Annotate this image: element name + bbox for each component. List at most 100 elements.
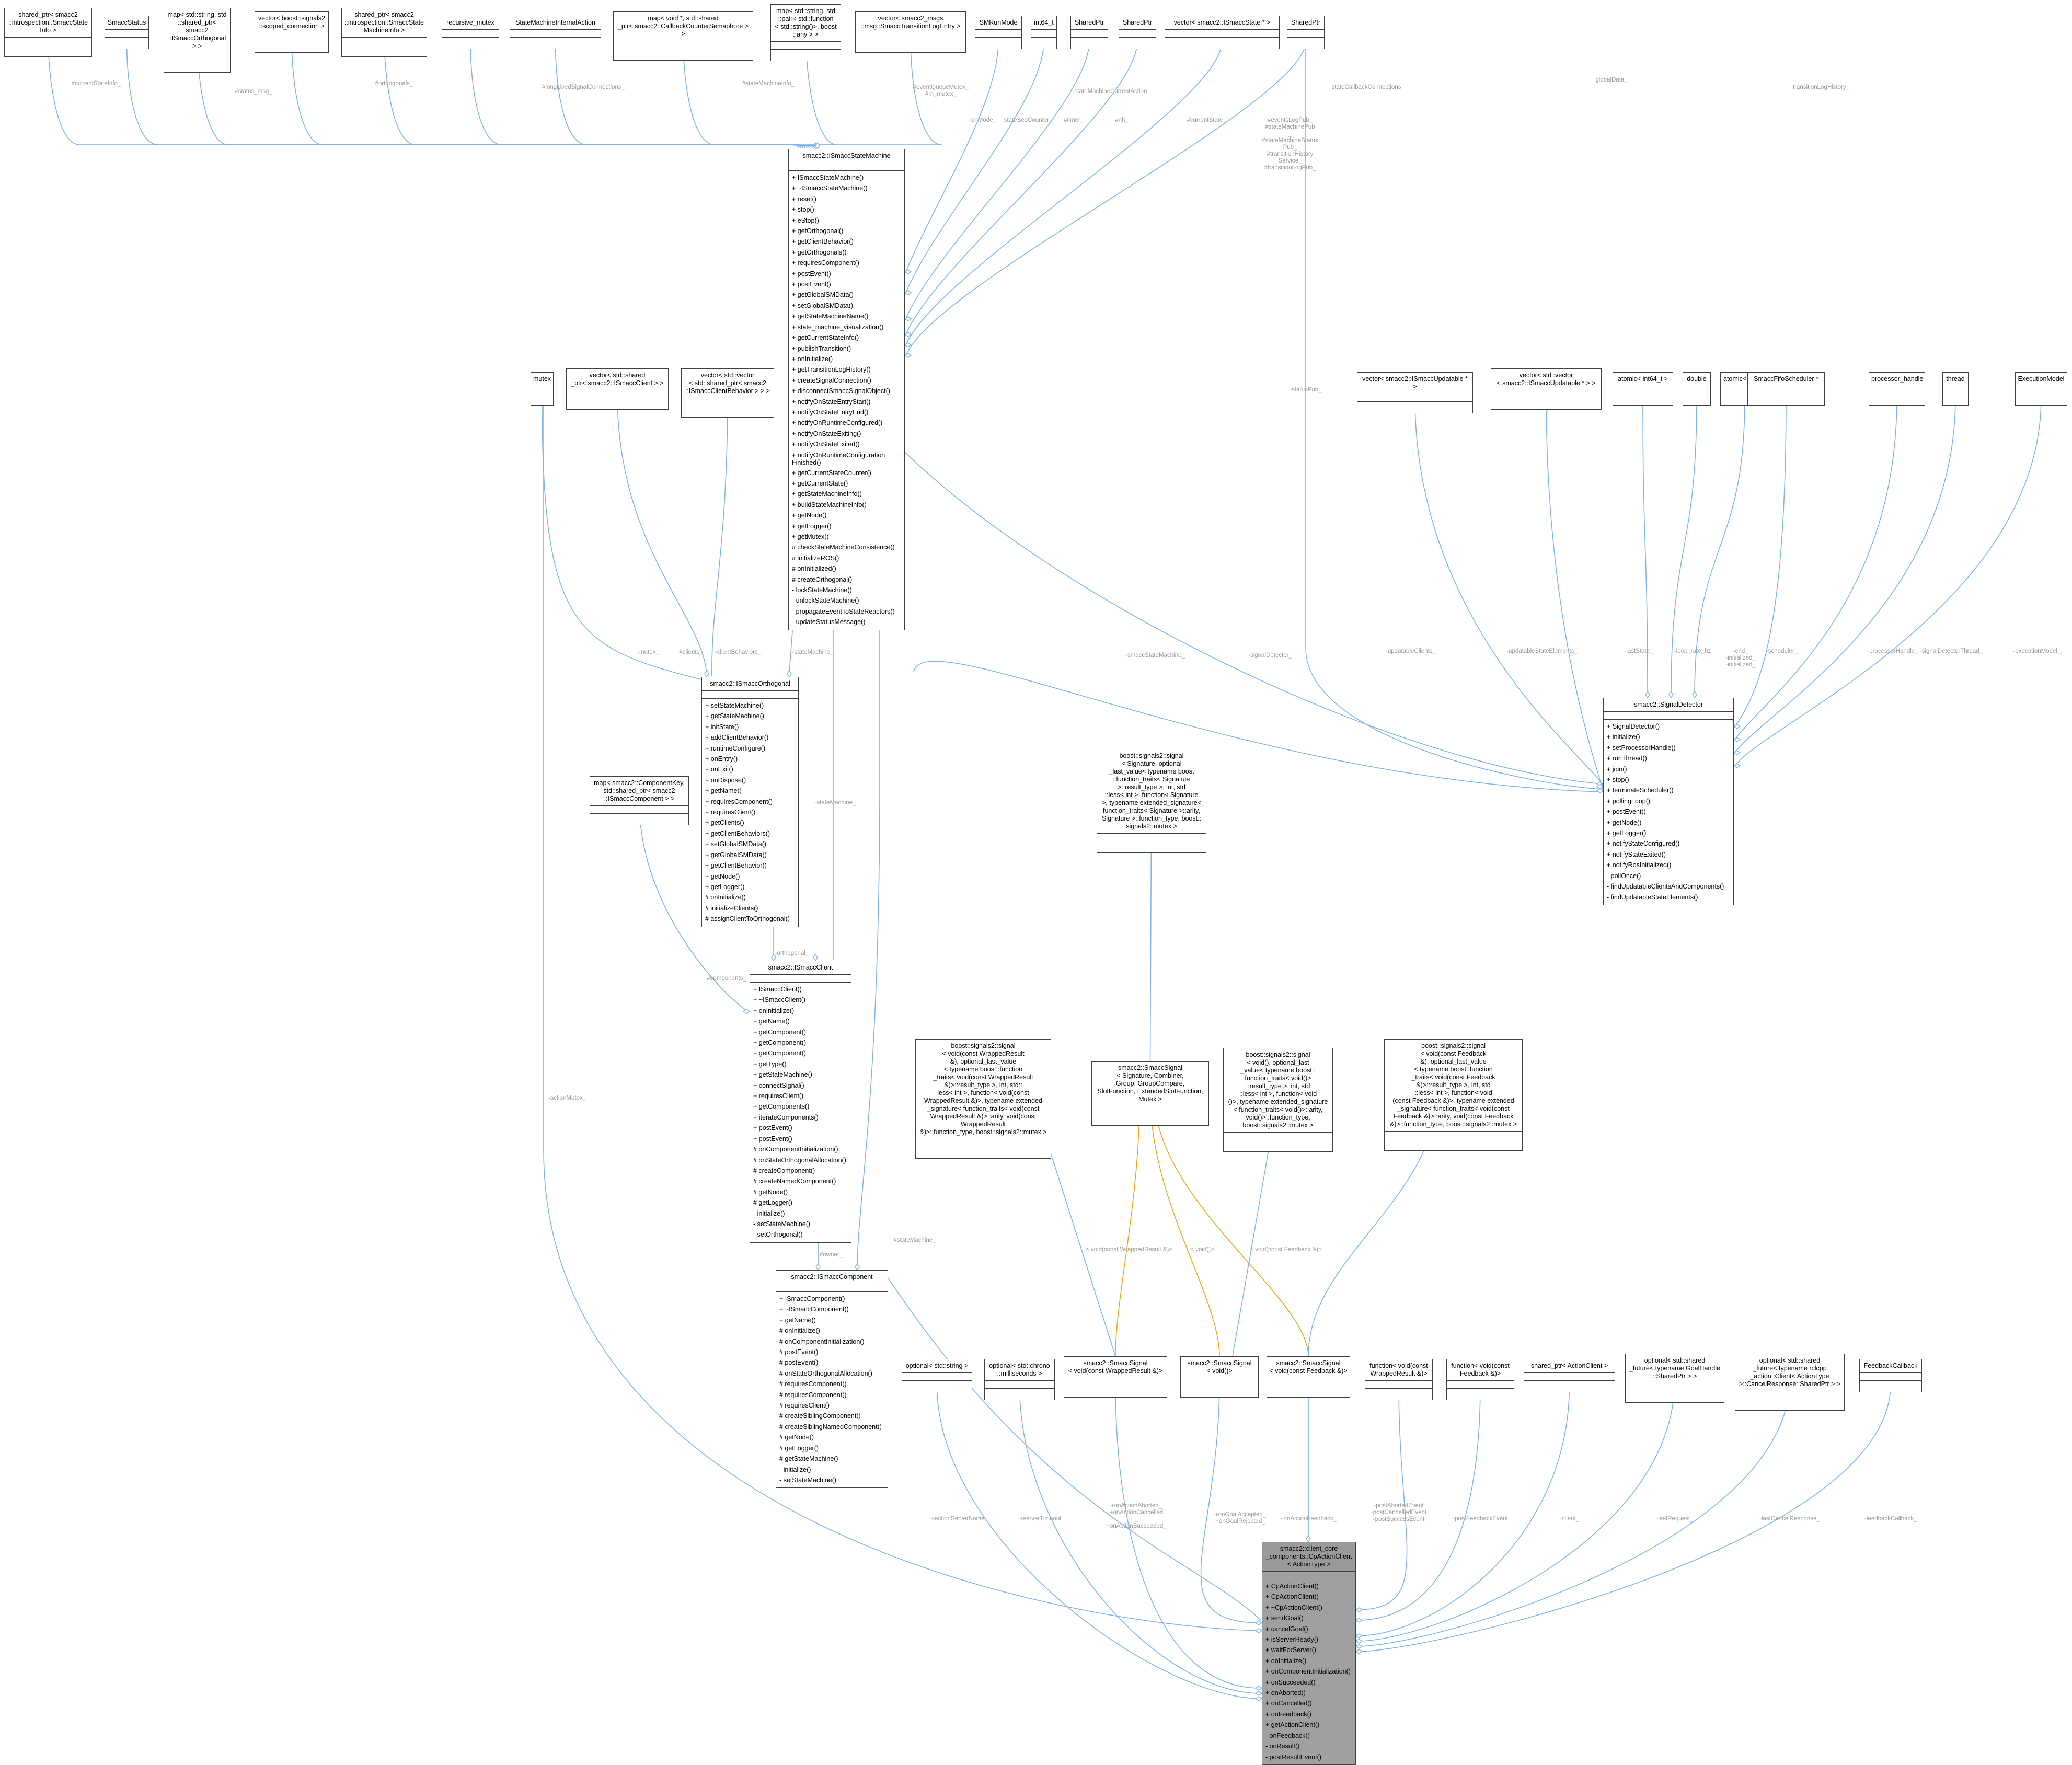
class-operation: # onInitialize() [779, 1327, 820, 1335]
class-box-thread[interactable]: thread [1942, 372, 1969, 406]
class-box-orth[interactable]: smacc2::ISmaccOrthogonal+ setStateMachin… [701, 677, 799, 927]
class-box-mutex[interactable]: mutex [531, 372, 554, 406]
class-box-sig-wrapped[interactable]: smacc2::SmaccSignal < void(const Wrapped… [1064, 1356, 1167, 1398]
association-edge [48, 33, 799, 148]
class-box-ism[interactable]: smacc2::ISmaccStateMachine+ ISmaccStateM… [788, 149, 905, 630]
class-box-components[interactable]: map< smacc2::ComponentKey, std::shared_p… [590, 776, 689, 825]
class-box-boostsig[interactable]: boost::signals2::signal < Signature, opt… [1097, 749, 1206, 853]
class-box-feedback-cb[interactable]: FeedbackCallback [1859, 1359, 1922, 1392]
class-box-orthogonals[interactable]: map< std::string, std ::shared_ptr< smac… [164, 8, 231, 73]
class-operations [590, 814, 688, 825]
class-box-int64[interactable]: int64_t [1031, 16, 1057, 49]
class-box-sp2[interactable]: SharedPtr [1119, 16, 1156, 49]
class-box-smacc-signal[interactable]: smacc2::SmaccSignal < Signature, Combine… [1091, 1061, 1209, 1126]
class-title: vector< boost::signals2 ::scoped_connect… [255, 12, 328, 33]
class-operation: - setStateMachine() [753, 1220, 811, 1228]
class-box-sig-void[interactable]: smacc2::SmaccSignal < void()> [1180, 1356, 1259, 1398]
class-box-proc-handle[interactable]: processor_handle [1869, 372, 1925, 406]
class-operations [1869, 394, 1925, 405]
class-box-current-state-info[interactable]: shared_ptr< smacc2 ::introspection::Smac… [4, 8, 92, 57]
class-box-recmutex[interactable]: recursive_mutex [442, 16, 499, 49]
class-operation: + notifyStateExited() [1607, 850, 1666, 858]
class-box-client-behaviors[interactable]: vector< std::vector < std::shared_ptr< s… [681, 368, 774, 418]
class-box-component[interactable]: smacc2::ISmaccComponent+ ISmaccComponent… [776, 1270, 888, 1489]
class-box-opt-string[interactable]: optional< std::string > [902, 1359, 972, 1392]
aggregation-diamond [771, 953, 776, 962]
class-box-status[interactable]: SmaccStatus [105, 16, 149, 49]
class-box-fn-feedback[interactable]: function< void(const Feedback &)> [1446, 1359, 1514, 1400]
class-operations [1097, 841, 1206, 852]
association-edge [1414, 397, 1604, 787]
association-edge [905, 41, 1044, 293]
class-box-semaphore[interactable]: map< void *, std::shared _ptr< smacc2::C… [613, 11, 753, 61]
class-box-bs-feedback[interactable]: boost::signals2::signal < void(const Fee… [1384, 1039, 1523, 1151]
class-operations: + setStateMachine()+ getStateMachine()+ … [702, 699, 798, 927]
class-attributes [1626, 1383, 1724, 1391]
class-operation: + cancelGoal() [1265, 1625, 1308, 1633]
aggregation-diamond [813, 953, 818, 962]
class-operations [1447, 1389, 1514, 1400]
edge-label: +onActionFeedback_ [1280, 1516, 1337, 1522]
class-operation: + isServerReady() [1265, 1636, 1319, 1644]
class-attributes [1165, 30, 1279, 38]
class-box-atomic-int[interactable]: atomic< int64_t > [1613, 372, 1673, 406]
class-box-double[interactable]: double [1683, 372, 1711, 406]
class-attributes [1031, 30, 1056, 38]
class-box-current-state[interactable]: vector< smacc2::ISmaccState * > [1165, 16, 1280, 49]
class-box-opt-goal-future[interactable]: optional< std::shared _future< typename … [1625, 1354, 1724, 1403]
class-box-opt-cancel-future[interactable]: optional< std::shared _future< typename … [1735, 1354, 1845, 1411]
edge-label: #status_msg_ [235, 88, 272, 95]
class-box-vec-updatable[interactable]: vector< smacc2::ISmaccUpdatable * > [1357, 372, 1473, 413]
class-operation: # onInitialized() [792, 565, 836, 573]
class-box-main[interactable]: smacc2::client_core _components::CpActio… [1262, 1542, 1356, 1765]
class-box-sm-info[interactable]: shared_ptr< smacc2 ::introspection::Smac… [341, 8, 427, 57]
class-operation: + getNode() [1607, 818, 1642, 826]
class-box-vecvec-updatable[interactable]: vector< std::vector < smacc2::ISmaccUpda… [1491, 368, 1602, 410]
class-box-clients[interactable]: vector< std::shared _ptr< smacc2::ISmacc… [566, 368, 669, 410]
class-operation: # postEvent() [779, 1359, 819, 1367]
class-operation: # requiresComponent() [779, 1391, 847, 1399]
class-box-sp3[interactable]: SharedPtr [1287, 16, 1325, 49]
class-operation: + getLogger() [792, 522, 832, 530]
class-box-sig-feedback[interactable]: smacc2::SmaccSignal < void(const Feedbac… [1267, 1356, 1350, 1398]
edge-label: -lastState_ [1624, 648, 1653, 654]
class-box-sm-internal[interactable]: StateMachineInternalAction [510, 16, 601, 49]
class-operation: + sendGoal() [1265, 1614, 1304, 1622]
association-edge [1115, 1381, 1261, 1689]
class-operations [1071, 38, 1108, 49]
class-operation: + getClients() [705, 819, 744, 827]
aggregation-diamond [815, 142, 820, 150]
class-operation: + reset() [792, 195, 816, 203]
class-box-sp-action-client[interactable]: shared_ptr< ActionClient > [1524, 1359, 1615, 1392]
class-attributes [5, 38, 91, 45]
class-operation: + getCurrentStateCounter() [792, 469, 871, 477]
class-box-trans-log[interactable]: vector< smacc2_msgs ::msg::SmaccTransiti… [855, 11, 966, 53]
class-box-detector[interactable]: smacc2::SignalDetector+ SignalDetector()… [1603, 698, 1734, 905]
class-operation: + getClientBehavior() [705, 862, 767, 870]
class-operation: # getLogger() [753, 1199, 793, 1207]
class-box-scheduler[interactable]: SmaccFifoScheduler * [1747, 372, 1825, 406]
association-edge [1642, 397, 1648, 697]
aggregation-diamond [1645, 690, 1650, 699]
class-box-global-data[interactable]: map< std::string, std ::pair< std::funct… [770, 4, 841, 61]
class-operation: - initialize() [753, 1209, 785, 1217]
aggregation-diamond [742, 1009, 751, 1014]
class-box-bs-wrapped[interactable]: boost::signals2::signal < void(const Wra… [915, 1039, 1051, 1159]
class-box-fn-wrapped[interactable]: function< void(const WrappedResult &)> [1365, 1359, 1433, 1400]
class-box-sp1[interactable]: SharedPtr [1070, 16, 1108, 49]
class-box-run-mode[interactable]: SMRunMode [975, 16, 1022, 49]
class-operations [614, 49, 753, 60]
class-attributes [590, 806, 688, 814]
association-edge [807, 37, 942, 148]
class-box-exec-model[interactable]: ExecutionModel [2015, 372, 2067, 406]
class-operation: + getStateMachineName() [792, 313, 869, 320]
class-box-long-lived[interactable]: vector< boost::signals2 ::scoped_connect… [255, 11, 329, 53]
class-attributes [1224, 1133, 1332, 1140]
class-box-opt-ms[interactable]: optional< std::chrono ::milliseconds > [984, 1359, 1055, 1400]
class-box-client[interactable]: smacc2::ISmaccClient+ ISmaccClient()+ ~I… [750, 961, 851, 1243]
class-attributes [255, 33, 328, 41]
class-title: vector< std::vector < std::shared_ptr< s… [682, 369, 774, 398]
aggregation-diamond [1733, 737, 1741, 742]
class-box-bs-void[interactable]: boost::signals2::signal < void(), option… [1223, 1048, 1333, 1152]
class-operations [1524, 1381, 1615, 1392]
